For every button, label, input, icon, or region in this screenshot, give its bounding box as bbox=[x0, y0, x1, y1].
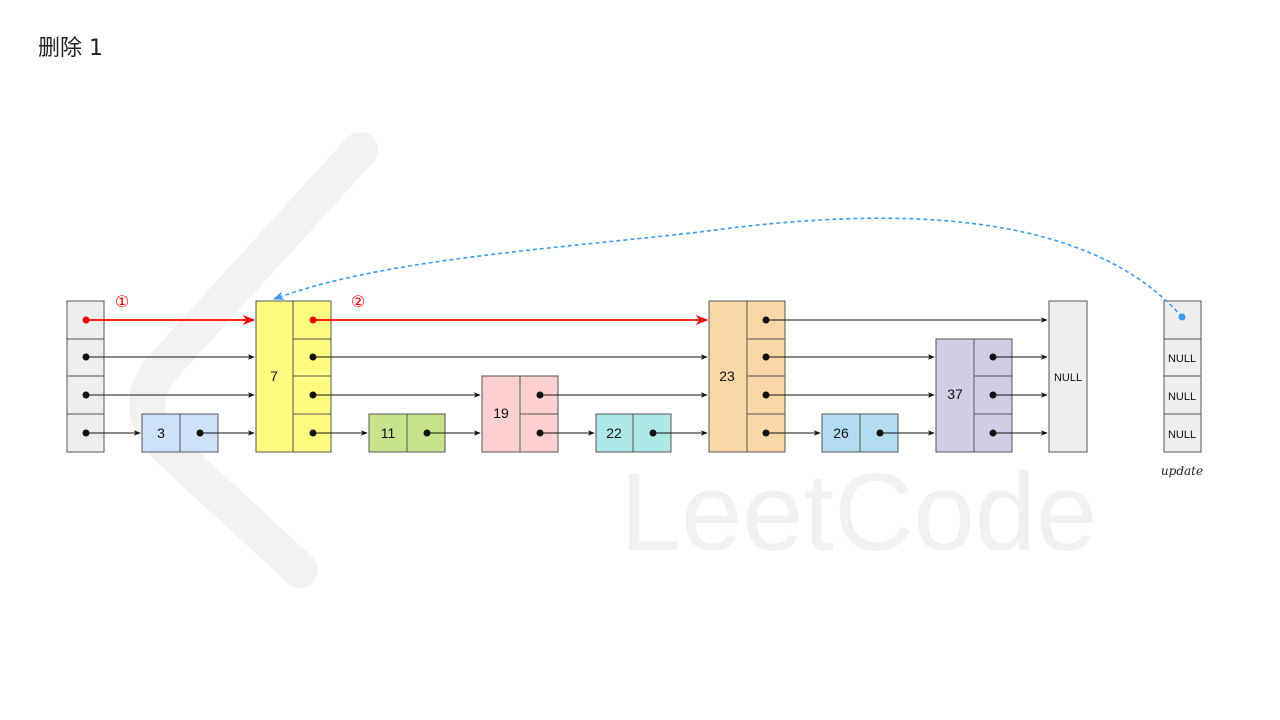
step-1-marker: ① bbox=[115, 292, 129, 311]
node-26-value: 26 bbox=[833, 425, 849, 441]
node-7-value: 7 bbox=[270, 368, 278, 384]
search-path bbox=[82, 314, 709, 326]
forward-pointers bbox=[82, 316, 1048, 437]
node-19: 19 bbox=[481, 375, 559, 453]
update-entry: NULL bbox=[1168, 391, 1196, 403]
svg-text:LeetCode: LeetCode bbox=[620, 451, 1097, 574]
null-node-label: NULL bbox=[1054, 372, 1082, 384]
update-pointer bbox=[272, 217, 1186, 321]
node-23-value: 23 bbox=[719, 368, 735, 384]
head-node bbox=[66, 300, 105, 453]
null-node: NULL bbox=[1048, 300, 1088, 453]
node-23: 23 bbox=[708, 300, 786, 453]
node-7: 7 bbox=[255, 300, 332, 453]
node-11-value: 11 bbox=[381, 425, 396, 441]
node-37-value: 37 bbox=[947, 386, 963, 402]
node-22: 22 bbox=[595, 413, 672, 453]
update-entry: NULL bbox=[1168, 429, 1196, 441]
update-array: NULL NULL NULL update bbox=[1161, 300, 1203, 478]
update-label: update bbox=[1161, 464, 1203, 478]
update-entry: NULL bbox=[1168, 353, 1196, 365]
page-title: 删除 1 bbox=[38, 36, 103, 61]
node-19-value: 19 bbox=[493, 405, 509, 421]
node-22-value: 22 bbox=[606, 425, 622, 441]
node-3-value: 3 bbox=[157, 425, 165, 441]
step-2-marker: ② bbox=[351, 292, 365, 311]
